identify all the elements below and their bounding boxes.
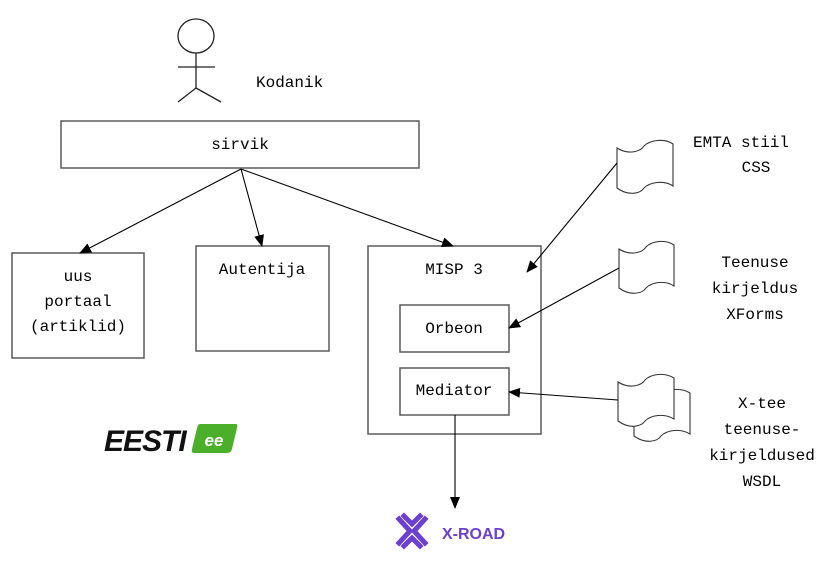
portal-node xyxy=(11,252,145,359)
actor-right-leg xyxy=(195,87,222,103)
edge-xforms-orbeon xyxy=(508,267,620,329)
authenticator-label: Autentija xyxy=(219,261,306,279)
browser-label: sirvik xyxy=(211,136,269,154)
misp-label: MISP 3 xyxy=(425,261,483,279)
browser-node xyxy=(60,120,420,169)
eesti-logo-badge xyxy=(191,424,238,453)
orbeon-label: Orbeon xyxy=(425,320,483,338)
actor-kodanik xyxy=(177,18,222,103)
eesti-logo-badge-text: ee xyxy=(205,431,224,450)
portal-label-line3: (artiklid) xyxy=(30,318,126,336)
mediator-node xyxy=(399,367,510,416)
eesti-logo-text: EESTI xyxy=(104,425,187,458)
wsdl-document-label-line4: WSDL xyxy=(743,473,781,491)
actor-left-leg xyxy=(177,87,197,103)
xroad-logo-mark xyxy=(395,512,429,550)
wsdl-document-label-line1: X-tee xyxy=(738,395,786,413)
edge-css-misp xyxy=(526,162,618,273)
css-document-icon xyxy=(616,139,674,194)
xforms-document-label-line2: kirjeldus xyxy=(712,280,798,298)
actor-head xyxy=(177,18,215,54)
mediator-label: Mediator xyxy=(416,382,493,400)
xroad-logo-text: X-ROAD xyxy=(442,526,505,543)
edge-wsdl-mediator xyxy=(508,387,619,401)
css-document-label-line2: CSS xyxy=(742,159,771,177)
actor-label: Kodanik xyxy=(256,74,323,92)
portal-label-line1: uus xyxy=(64,268,93,286)
edge-browser-misp xyxy=(240,168,454,247)
portal-label-line2: portaal xyxy=(44,293,111,311)
wsdl-documents-icon xyxy=(617,373,691,442)
wsdl-document-label-line2: teenuse- xyxy=(724,421,801,439)
edge-browser-authenticator xyxy=(240,168,264,247)
xforms-document-label-line3: XForms xyxy=(726,306,784,324)
edge-browser-portal xyxy=(79,168,242,254)
xroad-logo: X-ROAD xyxy=(395,512,505,550)
authenticator-node xyxy=(195,245,330,352)
css-document-label-line1: EMTA stiil xyxy=(693,134,789,152)
xforms-document-label-line1: Teenuse xyxy=(721,254,788,272)
xforms-document-icon xyxy=(618,240,675,294)
wsdl-document-label-line3: kirjeldused xyxy=(709,447,815,465)
eesti-logo: EESTI ee xyxy=(104,424,238,458)
orbeon-node xyxy=(399,304,510,353)
